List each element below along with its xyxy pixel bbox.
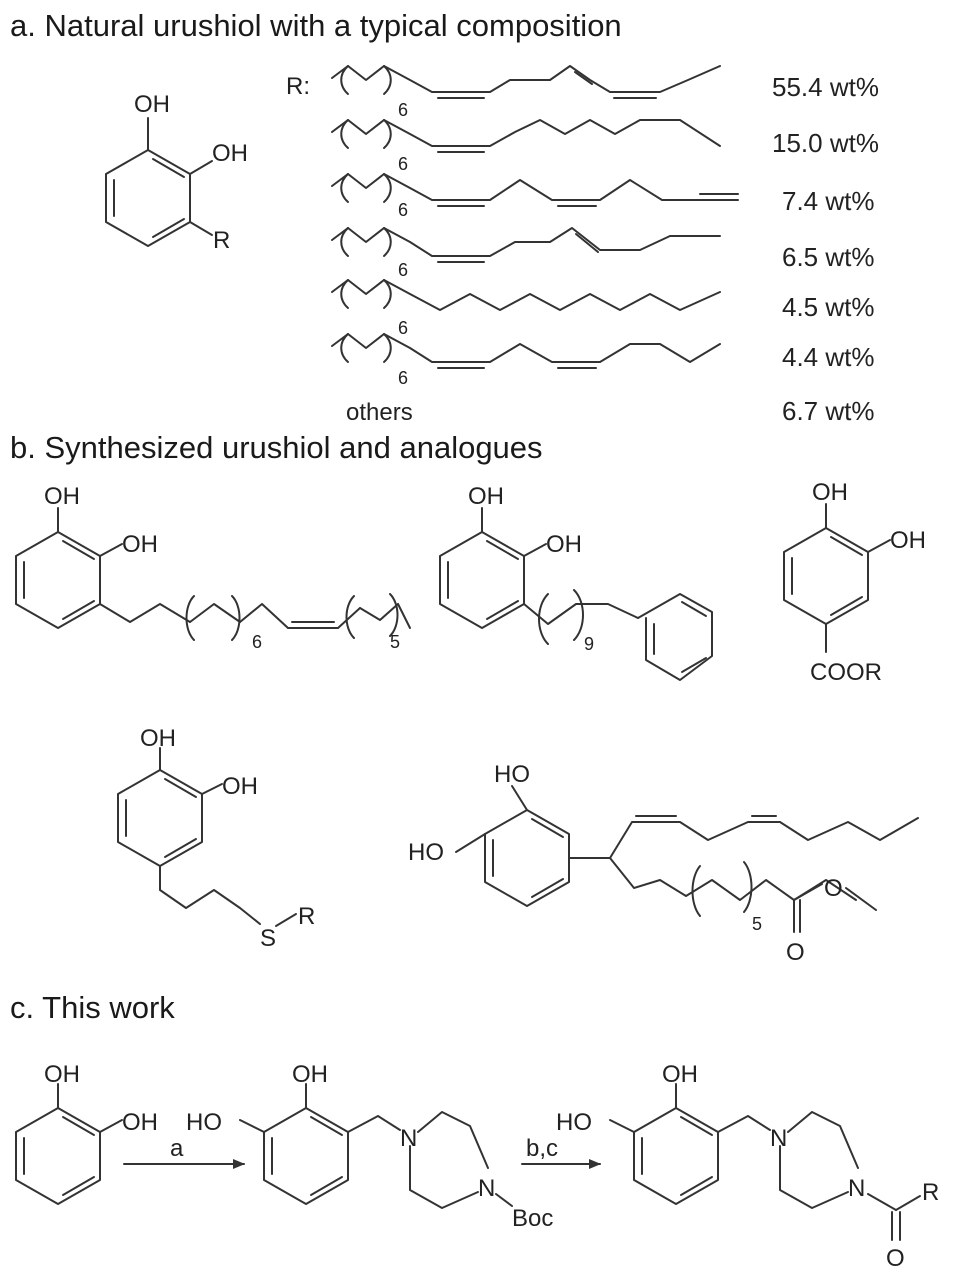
hydroxyl-label: OH xyxy=(662,1061,698,1088)
repeat-subscript: 6 xyxy=(252,632,262,652)
hydroxyl-label: HO xyxy=(408,839,444,866)
side-chain-triene: 6 xyxy=(331,65,721,120)
hydroxyl-label: OH xyxy=(468,483,504,510)
catechol-starting-material: OH OH xyxy=(15,1061,158,1205)
hydroxyl-label: OH xyxy=(546,531,582,558)
repeat-subscript: 5 xyxy=(752,914,762,934)
hydroxyl-label: OH xyxy=(292,1061,328,1088)
others-label: others xyxy=(346,399,413,426)
repeat-subscript: 6 xyxy=(398,318,408,338)
composition-value: 4.4 wt% xyxy=(782,342,875,372)
r-group-label: R xyxy=(298,903,315,930)
r-group-prefix: R: xyxy=(286,73,310,100)
section-a-title: a. Natural urushiol with a typical compo… xyxy=(10,8,622,43)
hydroxyl-label: OH xyxy=(890,527,926,554)
nitrogen-label: N xyxy=(478,1175,495,1202)
synthetic-urushiol-structure: OH OH 6 5 xyxy=(15,483,411,652)
hydroxyl-label: OH xyxy=(44,1061,80,1088)
acyl-piperazine-product: OH HO N N R O xyxy=(556,1061,939,1272)
repeat-subscript: 6 xyxy=(398,100,408,120)
hydroxyl-label: OH xyxy=(122,531,158,558)
repeat-subscript: 6 xyxy=(398,260,408,280)
nitrogen-label: N xyxy=(770,1125,787,1152)
composition-value: 6.7 wt% xyxy=(782,396,875,426)
phenyl-analogue-structure: OH OH 9 xyxy=(439,483,713,681)
ester-oxygen-label: O xyxy=(824,875,843,902)
composition-value: 15.0 wt% xyxy=(772,128,879,158)
section-c-title: c. This work xyxy=(10,990,175,1025)
composition-value: 6.5 wt% xyxy=(782,242,875,272)
side-chain-skipped-diene: 6 xyxy=(331,333,721,388)
composition-value: 55.4 wt% xyxy=(772,72,879,102)
composition-value: 4.5 wt% xyxy=(782,292,875,322)
boc-piperazine-intermediate: OH HO N N Boc xyxy=(186,1061,553,1232)
hydroxyl-label: OH xyxy=(44,483,80,510)
thioether-analogue-structure: OH OH S R xyxy=(117,725,315,952)
hydroxyl-label: OH xyxy=(212,140,248,167)
carbonyl-oxygen-label: O xyxy=(886,1245,905,1272)
r-group-label: R xyxy=(213,227,230,254)
hydroxyl-label: OH xyxy=(140,725,176,752)
hydroxyl-label: HO xyxy=(494,761,530,788)
repeat-subscript: 5 xyxy=(390,632,400,652)
catechol-ester-structure: OH OH COOR xyxy=(783,479,926,686)
sulfur-label: S xyxy=(260,925,276,952)
urushiol-core-structure: OH OH R xyxy=(105,91,248,254)
diene-ester-analogue-structure: HO HO 5 O O xyxy=(408,761,919,966)
hydroxyl-label: OH xyxy=(222,773,258,800)
repeat-subscript: 9 xyxy=(584,634,594,654)
nitrogen-label: N xyxy=(848,1175,865,1202)
r-group-label: R xyxy=(922,1179,939,1206)
side-chain-saturated: 6 xyxy=(331,279,721,338)
side-chain-diene: 6 xyxy=(331,227,721,280)
repeat-subscript: 6 xyxy=(398,368,408,388)
ester-group-label: COOR xyxy=(810,659,882,686)
hydroxyl-label: HO xyxy=(556,1109,592,1136)
boc-group-label: Boc xyxy=(512,1205,553,1232)
repeat-subscript: 6 xyxy=(398,200,408,220)
step-a-label: a xyxy=(170,1135,184,1162)
nitrogen-label: N xyxy=(400,1125,417,1152)
section-b-title: b. Synthesized urushiol and analogues xyxy=(10,430,543,465)
hydroxyl-label: HO xyxy=(186,1109,222,1136)
side-chain-monoene: 6 xyxy=(331,119,721,174)
step-bc-label: b,c xyxy=(526,1135,558,1162)
repeat-subscript: 6 xyxy=(398,154,408,174)
side-chain-terminal-triene: 6 xyxy=(331,173,739,220)
hydroxyl-label: OH xyxy=(134,91,170,118)
hydroxyl-label: OH xyxy=(812,479,848,506)
carbonyl-oxygen-label: O xyxy=(786,939,805,966)
composition-value: 7.4 wt% xyxy=(782,186,875,216)
hydroxyl-label: OH xyxy=(122,1109,158,1136)
